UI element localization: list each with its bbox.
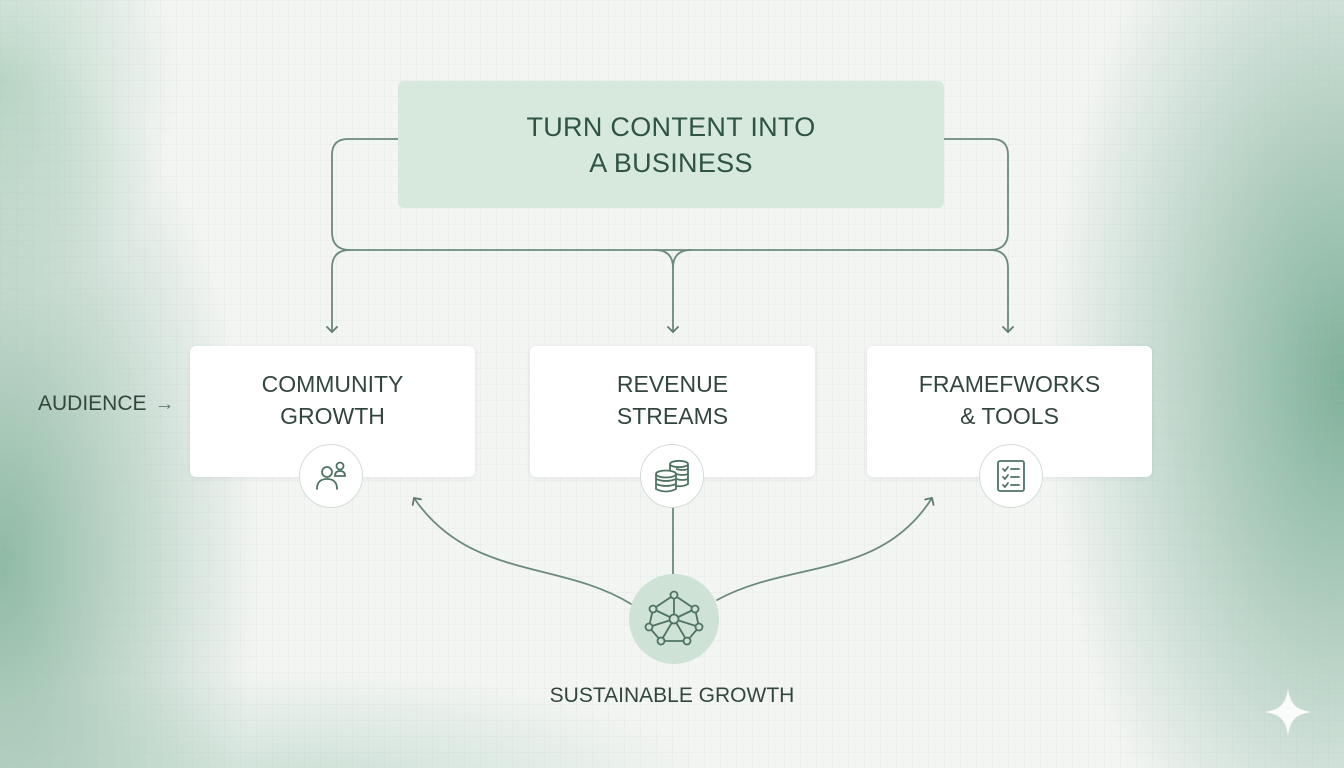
arrow-hub-to-community: [411, 497, 632, 605]
sparkle-icon: [1264, 688, 1312, 736]
connector-title-left: [331, 138, 1009, 251]
hub-circle: [629, 574, 719, 664]
card-label-line-1: COMMUNITY: [261, 371, 404, 397]
arrow-right-icon: →: [154, 392, 175, 415]
card-revenue-streams: REVENUE STREAMS: [530, 346, 815, 477]
card-label-line-1: REVENUE: [616, 371, 729, 397]
people-icon-circle: [299, 444, 363, 508]
card-label-line-2: & TOOLS: [960, 403, 1059, 429]
arrow-hub-to-frameworks: [716, 497, 935, 601]
arrow-to-revenue-right: [672, 249, 692, 269]
coin-stack-icon-circle: [640, 444, 704, 508]
card-label: REVENUE STREAMS: [530, 368, 815, 432]
title-line-2: A BUSINESS: [589, 147, 753, 178]
title-line-1: TURN CONTENT INTO: [526, 111, 816, 142]
card-label-line-2: GROWTH: [280, 403, 385, 429]
audience-input-label: AUDIENCE →: [38, 392, 175, 416]
checklist-icon-circle: [979, 444, 1043, 508]
arrow-to-community: [326, 249, 351, 333]
arrow-to-frameworks: [989, 249, 1014, 333]
checklist-icon: [997, 460, 1025, 492]
card-label-line-1: FRAMEFWORKS: [918, 371, 1101, 397]
coin-stack-icon: [655, 459, 689, 493]
network-icon: [644, 590, 704, 646]
card-label-line-2: STREAMS: [616, 403, 729, 429]
card-label: COMMUNITY GROWTH: [190, 368, 475, 432]
arrow-to-revenue: [654, 249, 679, 333]
title-box: TURN CONTENT INTO A BUSINESS: [398, 81, 944, 208]
people-icon: [316, 461, 346, 490]
hub-label: SUSTAINABLE GROWTH: [549, 684, 795, 707]
card-label: FRAMEFWORKS & TOOLS: [867, 368, 1152, 432]
audience-label: AUDIENCE: [38, 392, 147, 415]
